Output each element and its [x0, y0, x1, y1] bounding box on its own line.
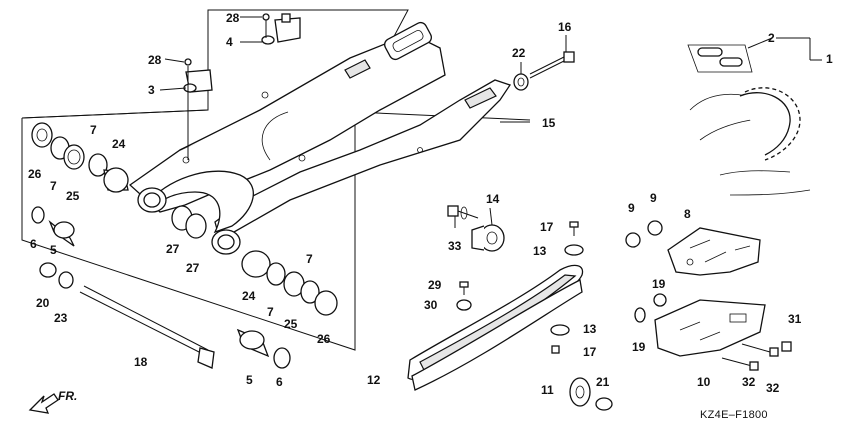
- callout-13b: 13: [583, 322, 597, 336]
- callout-32b: 32: [766, 381, 780, 395]
- callout-24a: 24: [112, 137, 126, 151]
- bolt-29: [459, 281, 469, 295]
- bolt-17-bottom: [551, 345, 560, 354]
- callout-32a: 32: [742, 375, 756, 389]
- leader-lines: [159, 16, 822, 228]
- callout-21: 21: [596, 375, 610, 389]
- callout-9a: 9: [628, 201, 635, 215]
- callout-31: 31: [788, 312, 802, 326]
- bolt-17-top: [569, 221, 579, 236]
- callout-27a: 27: [166, 242, 180, 256]
- callout-25a: 25: [66, 189, 80, 203]
- front-direction-label: FR.: [58, 389, 77, 403]
- callout-2: 2: [768, 31, 775, 45]
- callout-3: 3: [148, 83, 155, 97]
- callout-8: 8: [684, 207, 691, 221]
- callout-12: 12: [367, 373, 381, 387]
- chain-guide-8: [667, 227, 761, 276]
- collar-19-upper: [653, 293, 667, 307]
- callout-9b: 9: [650, 191, 657, 205]
- callout-5a: 5: [50, 243, 57, 257]
- bolt-16: [529, 51, 575, 79]
- collar-left: [31, 206, 75, 289]
- collar-9-right: [647, 220, 663, 236]
- callout-20: 20: [36, 296, 50, 310]
- chain-slider: [407, 264, 584, 391]
- callout-7d: 7: [306, 252, 313, 266]
- callout-6b: 6: [276, 375, 283, 389]
- callout-28a: 28: [226, 11, 240, 25]
- roller-14: [471, 224, 505, 252]
- bolt-32-a: [721, 357, 759, 371]
- callout-14: 14: [486, 192, 500, 206]
- collar-30: [456, 299, 472, 311]
- callout-30: 30: [424, 298, 438, 312]
- callout-19b: 19: [632, 340, 646, 354]
- bolt-33: [447, 205, 479, 220]
- callout-23: 23: [54, 311, 68, 325]
- callout-6a: 6: [30, 237, 37, 251]
- callout-labels: 1 2 3 4 5 5 6 6 7 7 7 7 8 9 9 10 11 12 1…: [28, 11, 833, 397]
- front-direction-arrow: FR.: [28, 389, 77, 414]
- nut-21: [595, 397, 613, 411]
- chain-guide-bracket-lower: [183, 58, 213, 160]
- nut-22: [513, 73, 529, 91]
- pivot-bearings-middle: [171, 205, 207, 239]
- callout-33: 33: [448, 239, 462, 253]
- callout-5b: 5: [246, 373, 253, 387]
- collar-9-left: [625, 232, 641, 248]
- callout-29: 29: [428, 278, 442, 292]
- callout-7a: 7: [50, 179, 57, 193]
- callout-7c: 7: [267, 305, 274, 319]
- chain-guide-plate-10: [654, 299, 766, 357]
- collar-13-bottom: [550, 324, 570, 336]
- collar-13-top: [564, 244, 584, 256]
- bolt-31: [781, 341, 792, 352]
- callout-27b: 27: [186, 261, 200, 275]
- chain-guide-bracket-upper: [261, 13, 301, 45]
- callout-17b: 17: [583, 345, 597, 359]
- diagram-code: KZ4E–F1800: [700, 409, 768, 421]
- callout-28b: 28: [148, 53, 162, 67]
- callout-10: 10: [697, 375, 711, 389]
- pivot-bearings-left: [31, 122, 129, 193]
- pivot-shaft: [79, 285, 215, 369]
- callout-13a: 13: [533, 244, 547, 258]
- callout-22: 22: [512, 46, 526, 60]
- callout-4: 4: [226, 35, 233, 49]
- callout-18: 18: [134, 355, 148, 369]
- callout-25b: 25: [284, 317, 298, 331]
- pivot-bearings-right: [241, 250, 338, 316]
- callout-17a: 17: [540, 220, 554, 234]
- callout-1: 1: [826, 52, 833, 66]
- drive-chain: [687, 44, 811, 196]
- bolt-32-b: [741, 343, 779, 357]
- callout-24b: 24: [242, 289, 256, 303]
- callout-7b: 7: [90, 123, 97, 137]
- swingarm: [128, 21, 512, 255]
- collar-19-lower: [634, 307, 646, 323]
- roller-11: [569, 377, 591, 407]
- callout-16: 16: [558, 20, 572, 34]
- callout-15: 15: [542, 116, 556, 130]
- callout-26b: 26: [317, 332, 331, 346]
- callout-26a: 26: [28, 167, 42, 181]
- callout-11: 11: [541, 383, 554, 397]
- callout-19a: 19: [652, 277, 666, 291]
- collar-right: [236, 328, 291, 369]
